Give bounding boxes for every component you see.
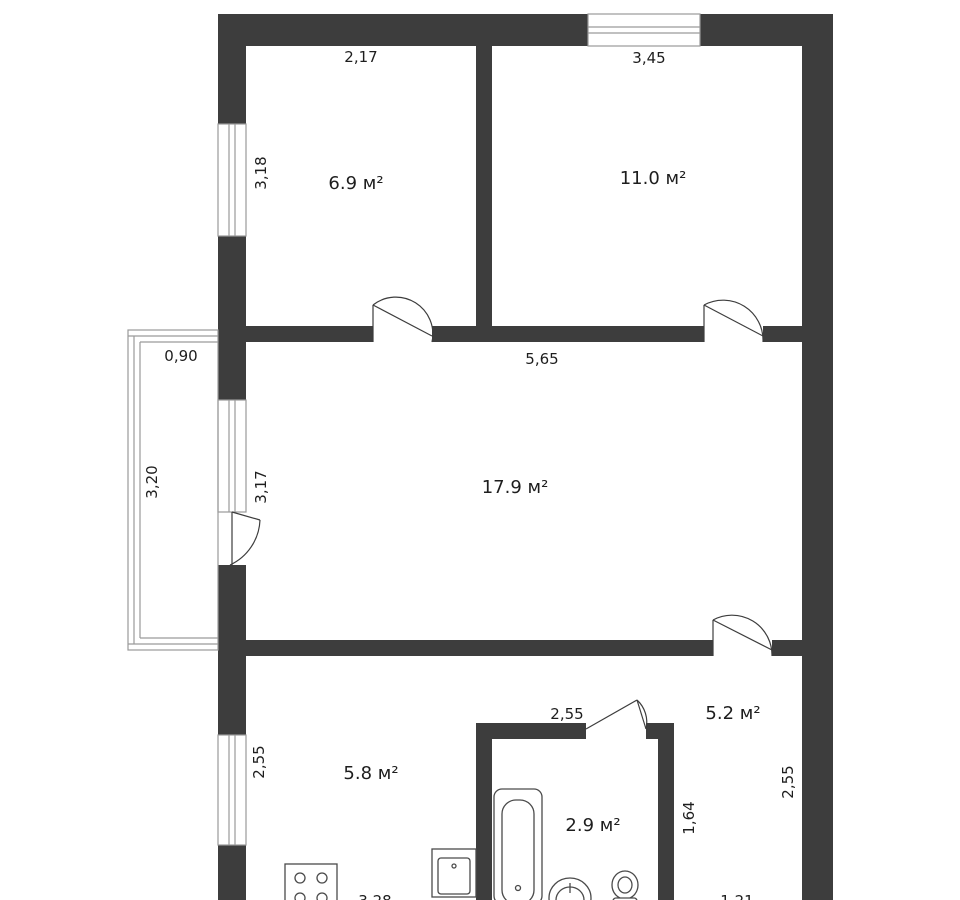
dim-bathroom-height: 1,64	[680, 801, 698, 834]
dim-balcony-width: 0,90	[164, 347, 197, 365]
door-room1	[372, 296, 434, 343]
wall-room1-room2	[476, 46, 492, 328]
wall-living-kitchen-2	[772, 640, 833, 656]
wall-rooms-living-1	[218, 326, 373, 342]
bathtub-icon	[493, 788, 543, 900]
dim-living-height: 3,17	[252, 470, 270, 503]
bathroom-left-wall	[476, 723, 492, 900]
door-room2	[703, 299, 764, 343]
area-kitchen: 5.8 м²	[343, 763, 398, 784]
area-room-2: 11.0 м²	[620, 168, 687, 189]
dim-balcony-height: 3,20	[143, 465, 161, 498]
stove-icon	[284, 863, 338, 900]
dim-hallway-height: 2,55	[779, 765, 797, 798]
balcony	[127, 329, 219, 651]
area-bathroom: 2.9 м²	[565, 815, 620, 836]
right-wall	[802, 14, 833, 900]
fixtures	[284, 788, 639, 900]
area-labels: 6.9 м² 11.0 м² 17.9 м² 5.8 м² 5.2 м² 2.9…	[328, 168, 760, 836]
top-wall-left	[218, 14, 588, 46]
dim-hallway-partial: 1,21	[720, 892, 753, 900]
left-wall-2	[218, 236, 246, 400]
toilet-icon	[611, 870, 639, 900]
dim-bathroom-width: 2,55	[550, 705, 583, 723]
bathroom-right-wall	[658, 723, 674, 900]
dimension-labels: 2,17 3,45 3,18 0,90 5,65 3,20 3,17 2,55 …	[143, 48, 797, 900]
dim-living-width: 5,65	[525, 350, 558, 368]
wall-rooms-living-2	[432, 326, 704, 342]
washbasin-icon	[548, 877, 592, 900]
dim-kitchen-height: 2,55	[250, 745, 268, 778]
area-living-room: 17.9 м²	[482, 477, 549, 498]
left-wall-1	[218, 14, 246, 124]
window-room2	[587, 13, 701, 47]
dim-kitchen-partial: 3,28	[358, 892, 391, 900]
windows	[217, 13, 701, 846]
window-kitchen	[217, 734, 247, 846]
door-bathroom	[585, 699, 648, 730]
bathroom-top-wall-1	[476, 723, 586, 739]
wall-living-kitchen-1	[218, 640, 713, 656]
dim-room1-height: 3,18	[252, 156, 270, 189]
dim-room2-width: 3,45	[632, 49, 665, 67]
window-room1	[217, 123, 247, 237]
door-living	[712, 614, 773, 657]
dim-room1-width: 2,17	[344, 48, 377, 66]
door-balcony	[229, 511, 261, 566]
area-hallway: 5.2 м²	[705, 703, 760, 724]
area-room-1: 6.9 м²	[328, 173, 383, 194]
left-wall-4	[218, 845, 246, 900]
window-living	[217, 399, 247, 513]
walls	[218, 14, 833, 900]
doors	[229, 296, 773, 730]
wall-rooms-living-3	[763, 326, 833, 342]
kitchen-sink-icon	[431, 848, 477, 898]
